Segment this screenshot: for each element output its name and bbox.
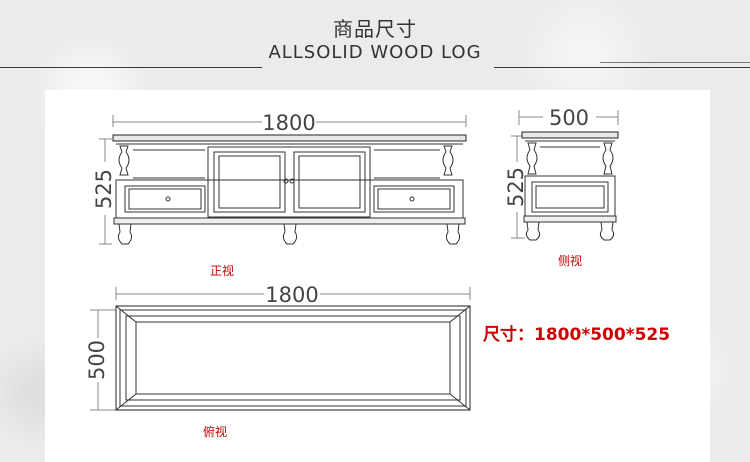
top-depth-dimension: 500 <box>85 340 109 380</box>
side-depth-dimension: 500 <box>549 106 589 130</box>
front-view <box>99 115 467 245</box>
top-width-dimension: 1800 <box>265 283 318 307</box>
page-subtitle: ALLSOLID WOOD LOG <box>268 42 482 63</box>
front-height-dimension: 525 <box>92 169 116 209</box>
size-note: 尺寸：1800*500*525 <box>483 325 671 345</box>
page-title: 商品尺寸 <box>333 17 417 41</box>
top-view-label: 俯视 <box>203 425 228 439</box>
header-rule-left <box>0 67 262 68</box>
side-view <box>511 110 619 241</box>
top-view <box>90 287 471 411</box>
front-width-dimension: 1800 <box>262 111 315 135</box>
header-rule-right <box>494 67 750 68</box>
side-height-dimension: 525 <box>504 167 528 207</box>
side-view-label: 侧视 <box>558 254 583 268</box>
header-rule-right-thin <box>600 62 750 63</box>
front-view-label: 正视 <box>210 264 235 278</box>
